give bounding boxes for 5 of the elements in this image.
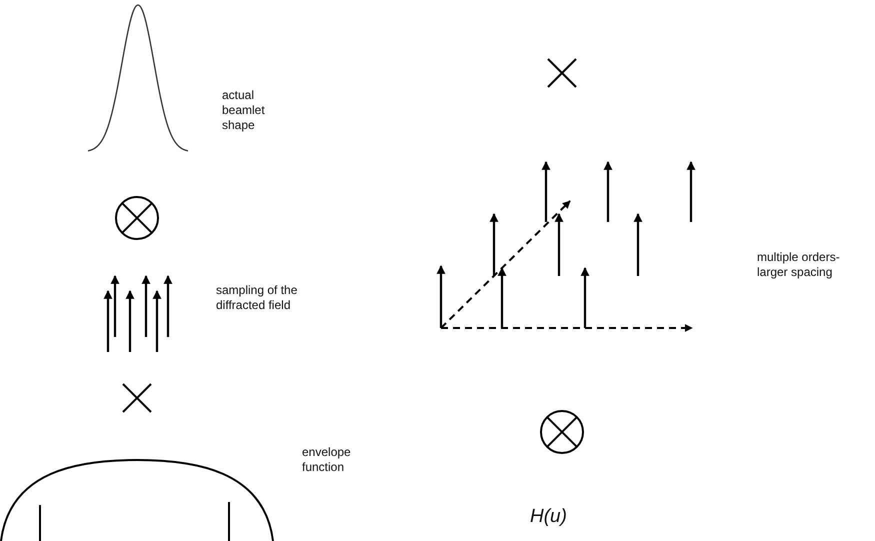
caption-text: envelope function <box>302 445 352 475</box>
formula-label: H(u) <box>530 506 568 528</box>
caption-text: actual beamlet shape <box>222 88 266 133</box>
caption-text: multiple orders-larger spacing <box>757 250 841 280</box>
caption-text: sampling of the diffracted field <box>216 283 298 313</box>
